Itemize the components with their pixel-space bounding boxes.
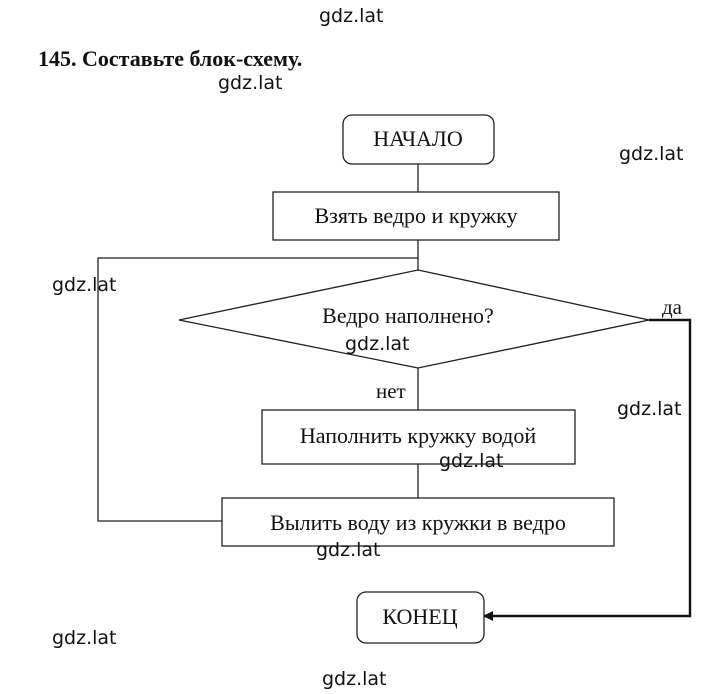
- start-terminal: [342, 114, 495, 165]
- watermark: gdz.lat: [52, 274, 117, 296]
- fill-mug-label: Наполнить кружку водой: [300, 423, 537, 448]
- start-label: НАЧАЛО: [373, 126, 462, 151]
- watermark: gdz.lat: [316, 539, 381, 561]
- pour-water-label: Вылить воду из кружки в ведро: [270, 510, 566, 535]
- take-bucket-box: [272, 191, 560, 241]
- watermark: gdz.lat: [617, 398, 682, 420]
- pour-water-box: [221, 497, 615, 547]
- watermark: gdz.lat: [439, 450, 504, 472]
- watermark: gdz.lat: [619, 143, 684, 165]
- watermark: gdz.lat: [322, 668, 387, 690]
- yes-branch-arrow: [483, 318, 692, 621]
- exercise-heading: 145. Составьте блок-схему.: [38, 46, 303, 71]
- watermark: gdz.lat: [52, 627, 117, 649]
- end-terminal: [356, 591, 485, 644]
- yes-label: да: [662, 295, 683, 319]
- decision-diamond: [178, 269, 650, 369]
- decision-label: Ведро наполнено?: [322, 303, 494, 328]
- watermark: gdz.lat: [319, 5, 384, 27]
- fill-mug-box: [261, 409, 576, 465]
- watermark: gdz.lat: [218, 72, 283, 94]
- loop-back-line: [97, 257, 418, 522]
- end-label: КОНЕЦ: [382, 604, 457, 629]
- no-label: нет: [376, 379, 406, 403]
- watermark: gdz.lat: [345, 333, 410, 355]
- take-bucket-label: Взять ведро и кружку: [314, 203, 517, 228]
